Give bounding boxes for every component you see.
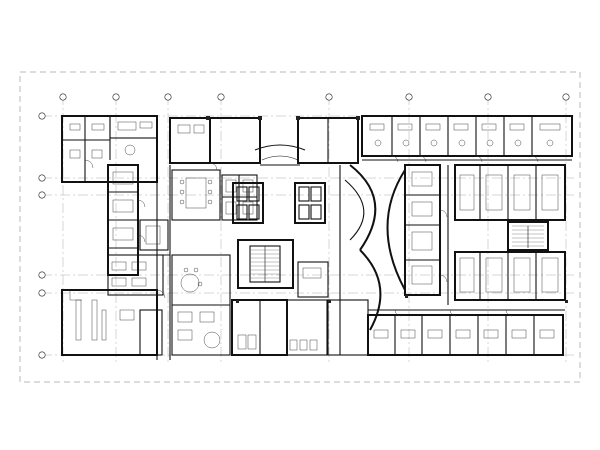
row-grid-lines <box>42 115 575 356</box>
row-grid-bubbles <box>38 112 46 359</box>
column-grid-bubbles <box>59 93 570 101</box>
center-left-walls <box>169 117 329 356</box>
right-wing-furniture <box>369 123 561 339</box>
central-stair <box>249 245 281 283</box>
elevator-lobby <box>232 144 326 224</box>
door-swings <box>84 155 539 317</box>
center-left-furniture <box>177 124 322 351</box>
equipment-marks <box>206 116 568 303</box>
right-wing-walls <box>361 115 573 356</box>
left-wing-walls <box>61 115 171 360</box>
right-stair <box>512 225 544 248</box>
sheet-border <box>19 71 581 383</box>
center-right-walls <box>297 117 406 356</box>
left-wing-furniture <box>69 121 161 341</box>
